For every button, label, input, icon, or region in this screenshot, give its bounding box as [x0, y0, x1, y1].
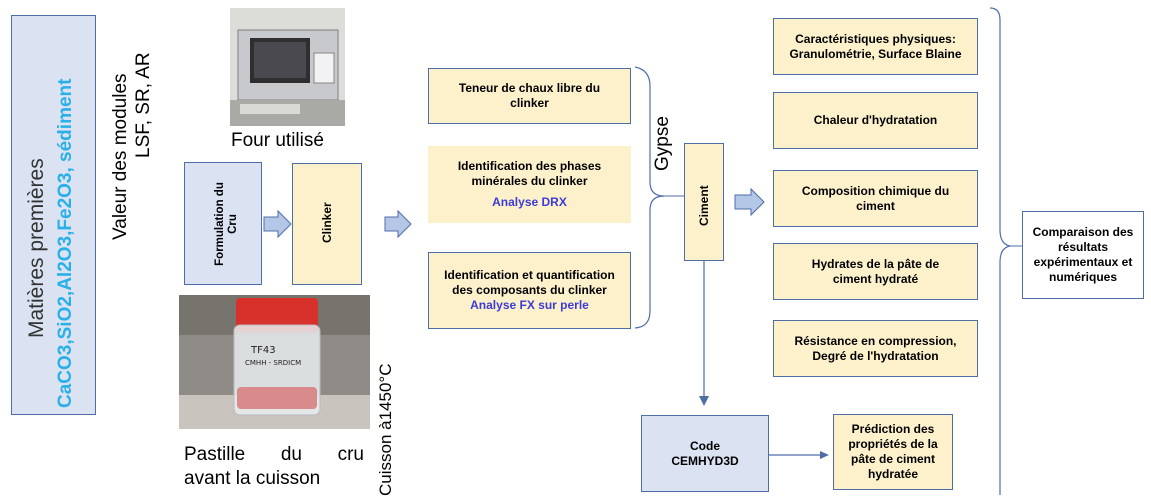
comparison-text: Comparaison des résultats expérimentaux … [1032, 225, 1134, 284]
prediction-text: Prédiction des propriétés de la pâte de … [848, 422, 938, 481]
pellet-photo: TF43 CMHH - SRDICM [179, 295, 370, 429]
property-physical-text: Caractéristiques physiques: Granulométri… [789, 31, 962, 61]
property-physical: Caractéristiques physiques: Granulométri… [773, 18, 978, 75]
gypsum-label: Gypse [652, 116, 673, 171]
property-hydrates: Hydrates de la pâte de ciment hydraté [773, 243, 978, 300]
cement-label: Ciment [697, 185, 711, 226]
clinker-box [292, 163, 362, 285]
formulation-box [184, 162, 262, 285]
analysis-xrf-method: Analyse FX sur perle [470, 298, 589, 312]
property-strength-text: Résistance en compression, Degré de l'hy… [794, 333, 957, 363]
arrow-cement-to-properties [734, 187, 765, 217]
analysis-free-lime-text: Teneur de chaux libre du clinker [458, 81, 601, 110]
analysis-xrd-method: Analyse DRX [492, 195, 567, 209]
prediction-box: Prédiction des propriétés de la pâte de … [833, 414, 953, 490]
code-cemhyd3d-text: Code CEMHYD3D [671, 438, 739, 468]
arrow-formulation-to-clinker [263, 209, 292, 239]
furnace-caption: Four utilisé [231, 130, 324, 151]
property-heat-text: Chaleur d'hydratation [813, 113, 938, 127]
pellet-jar-label-2: CMHH - SRDICM [245, 359, 302, 367]
property-chemical-text: Composition chimique du ciment [801, 183, 950, 213]
pellet-caption-line2: avant la cuisson [184, 468, 321, 489]
analysis-free-lime: Teneur de chaux libre du clinker [428, 68, 631, 124]
arrow-clinker-to-analysis [384, 209, 412, 239]
analysis-xrf-text: Identification et quantification des com… [444, 268, 615, 297]
cement-box [684, 143, 724, 261]
analysis-xrd-text: Identification des phases minérales du c… [457, 159, 602, 188]
pellet-jar-label-1: TF43 [251, 345, 276, 356]
property-heat: Chaleur d'hydratation [773, 92, 978, 149]
property-chemical: Composition chimique du ciment [773, 170, 978, 227]
property-hydrates-text: Hydrates de la pâte de ciment hydraté [811, 256, 940, 286]
code-cemhyd3d-box: Code CEMHYD3D [641, 415, 769, 492]
raw-materials-box [11, 15, 96, 415]
furnace-photo [230, 8, 345, 126]
gypsum-bracket [634, 66, 665, 329]
clinker-label: Clinker [320, 202, 334, 243]
firing-label: Cuisson à1450°C [376, 363, 395, 497]
analysis-xrf: Identification et quantification des com… [428, 252, 631, 329]
properties-bracket [989, 7, 1011, 495]
comparison-box: Comparaison des résultats expérimentaux … [1022, 211, 1144, 299]
analysis-xrd: Identification des phases minérales du c… [428, 146, 631, 223]
pellet-caption-line1: Pastille du cru [184, 444, 364, 465]
property-strength: Résistance en compression, Degré de l'hy… [773, 320, 978, 377]
